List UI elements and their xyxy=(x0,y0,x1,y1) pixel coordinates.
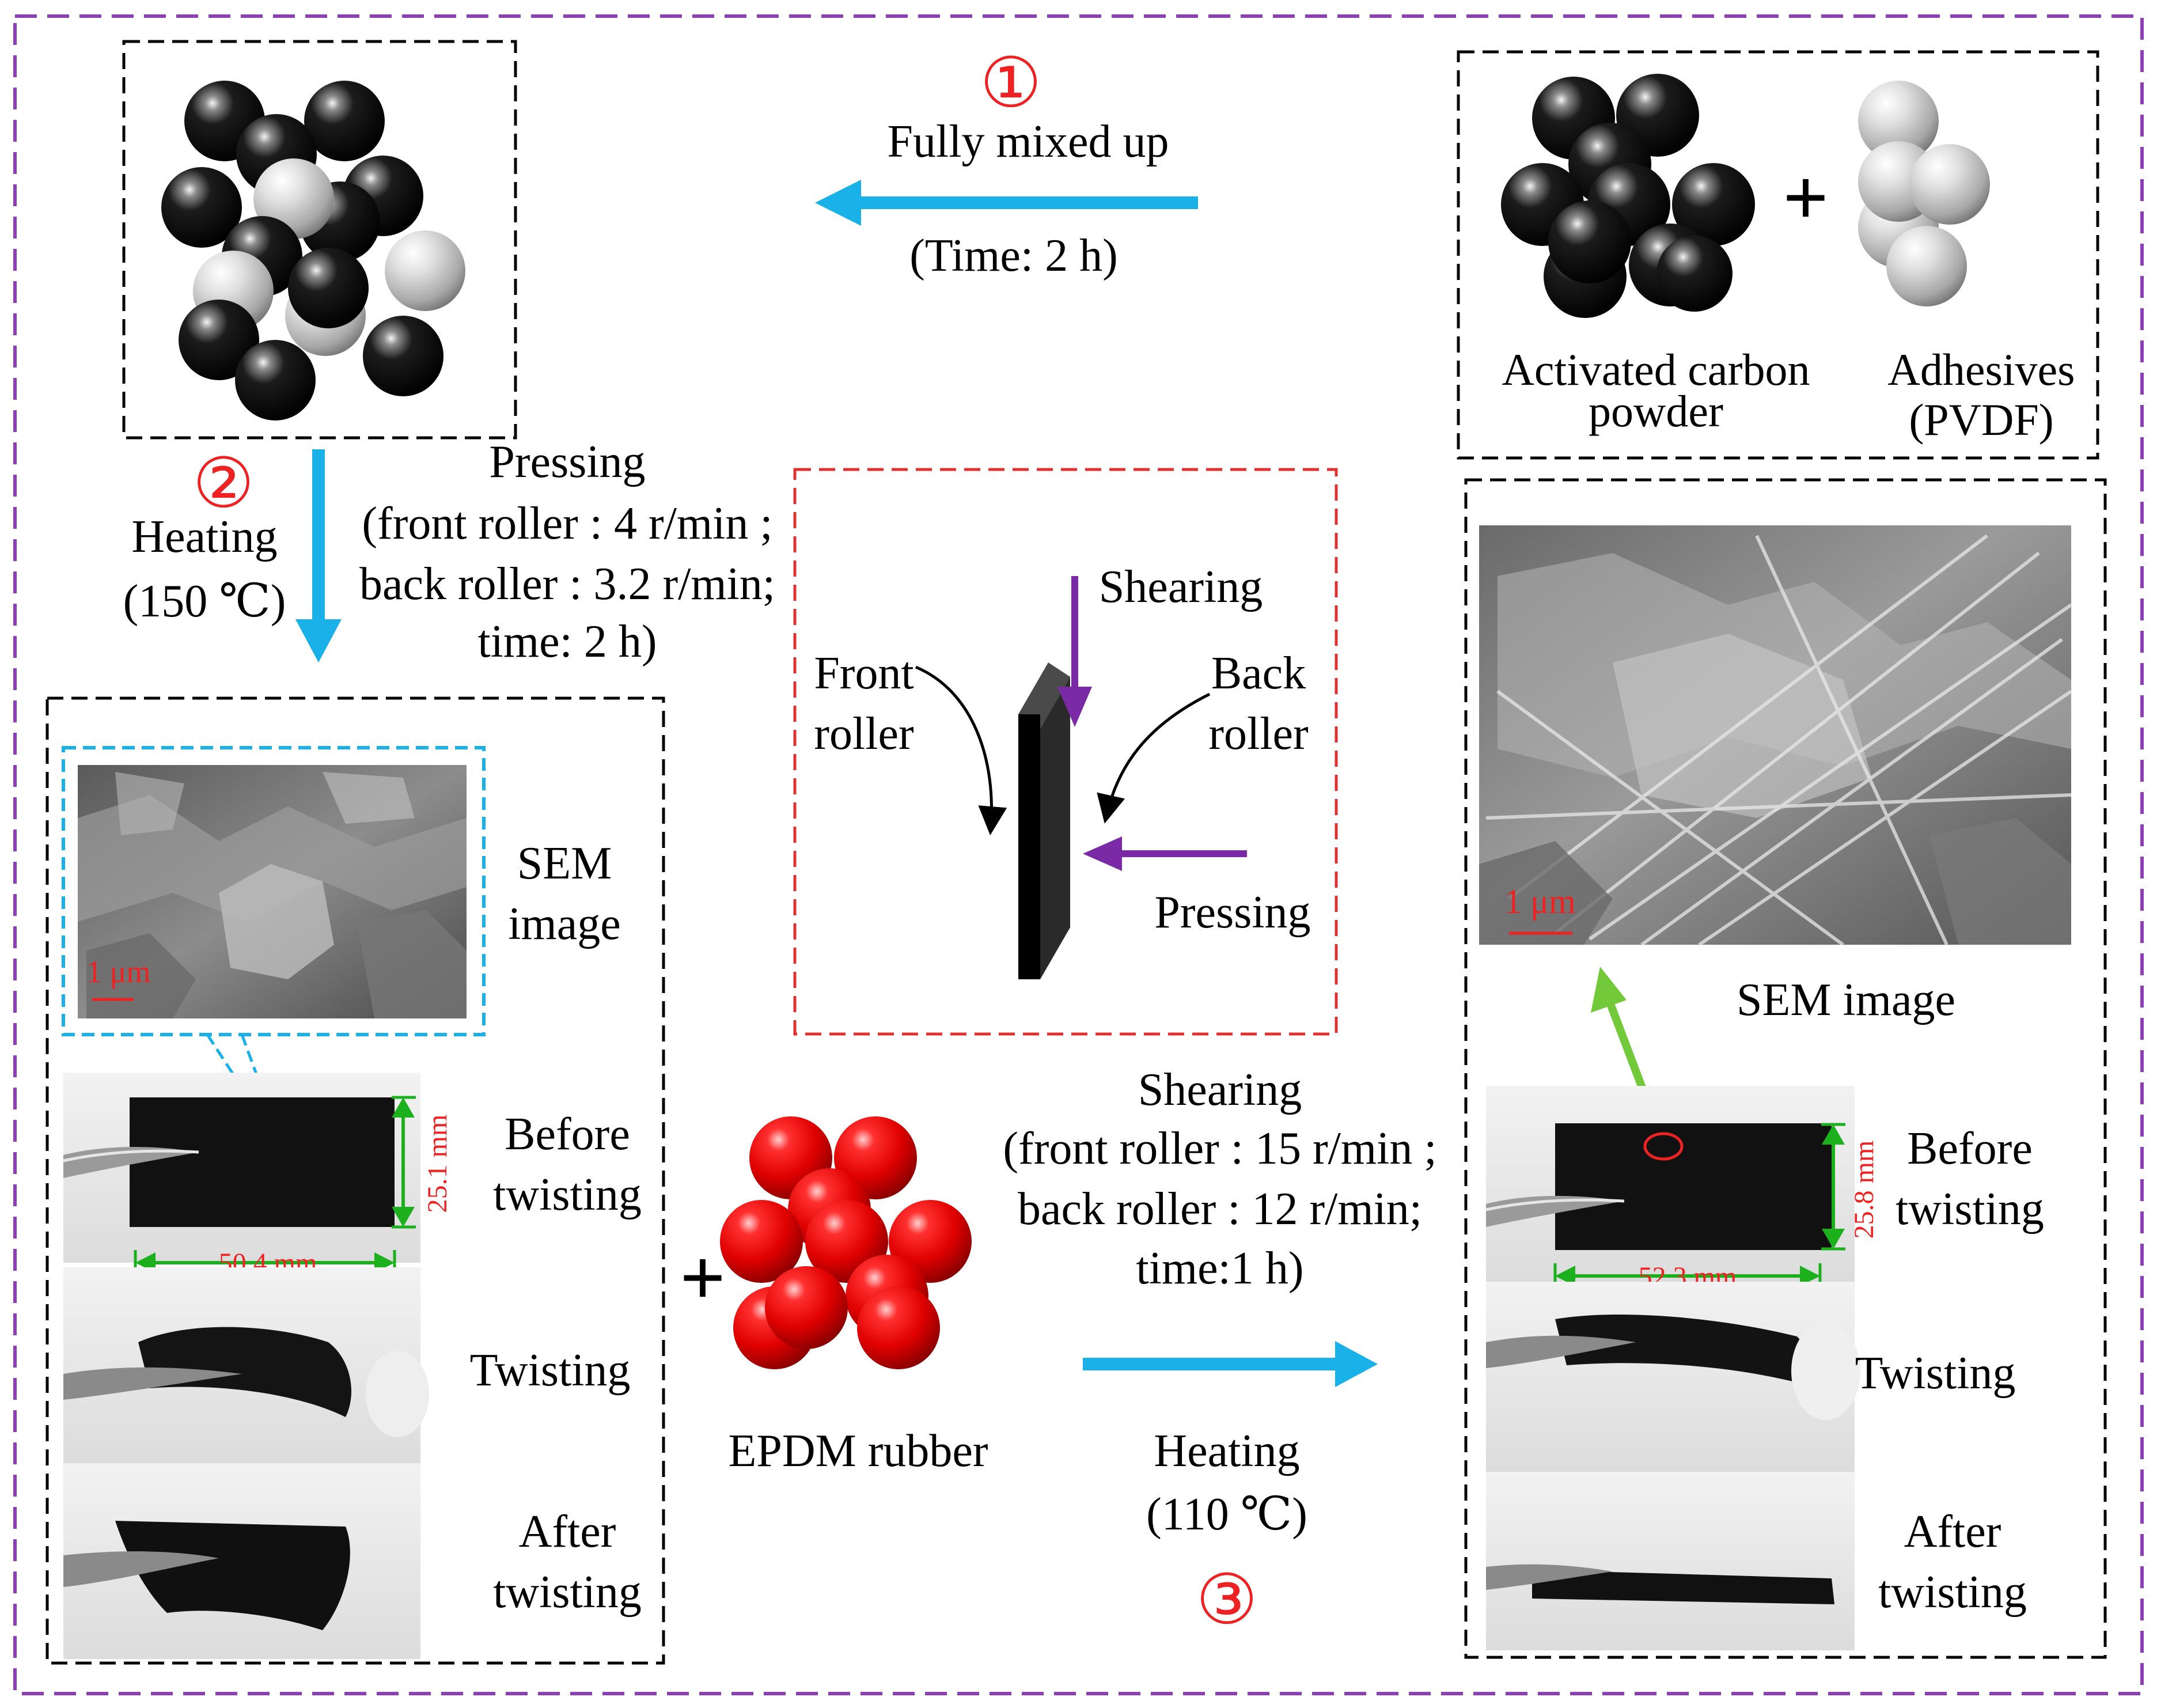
back-roller-rotation-arrow xyxy=(1097,692,1211,824)
step2-number: ② xyxy=(192,445,255,522)
raw-materials-box xyxy=(1457,50,2099,460)
right-sem-image xyxy=(1479,525,2072,946)
left-twisting-photo xyxy=(63,1267,429,1463)
plus-sign-top: + xyxy=(1783,153,1829,243)
step1-number: ① xyxy=(980,45,1042,122)
epdm-rubber-cluster xyxy=(720,1116,972,1369)
step3-number: ③ xyxy=(1196,1562,1258,1638)
left-sem-scale-label: 1 μm xyxy=(86,955,150,989)
right-width-measure xyxy=(1553,1263,1822,1289)
step3-heating-label: Heating xyxy=(1154,1426,1299,1476)
right-after-label: After xyxy=(1904,1506,2001,1557)
left-result-box xyxy=(46,696,665,1665)
left-after-label: After xyxy=(519,1506,616,1557)
shearing-arrow xyxy=(1057,576,1092,727)
right-sem-scale-label: 1 μm xyxy=(1504,883,1576,921)
adhesives-label: Adhesives xyxy=(1888,344,2075,395)
sheet-schematic xyxy=(1018,662,1070,979)
right-result-box xyxy=(1464,478,2107,1659)
right-sem-label: SEM image xyxy=(1737,975,1955,1025)
right-before-label-2: twisting xyxy=(1896,1184,2044,1234)
step3-time: time:1 h) xyxy=(1136,1243,1303,1294)
step2-back-roller: back roller : 3.2 r/min; xyxy=(359,559,775,609)
right-height-measure xyxy=(1821,1123,1845,1251)
roller-schematic-box xyxy=(793,468,1338,1036)
roller-pressing-label: Pressing xyxy=(1154,887,1310,938)
step3-temp-label: (110 ℃) xyxy=(1146,1489,1307,1540)
right-before-label: Before xyxy=(1907,1123,2033,1174)
right-after-photo xyxy=(1486,1472,1855,1650)
right-twisting-label: Twisting xyxy=(1855,1348,2016,1399)
right-before-photo xyxy=(1485,1086,1855,1282)
back-roller-label: Back xyxy=(1211,648,1306,699)
activated-carbon-label: Activated carbon xyxy=(1502,344,1810,395)
back-roller-label-2: roller xyxy=(1208,709,1308,759)
front-roller-label-2: roller xyxy=(814,709,913,759)
pressing-arrow xyxy=(1083,836,1247,871)
right-height-label: 25.8 mm xyxy=(1849,1141,1879,1239)
roller-shearing-label: Shearing xyxy=(1099,562,1263,612)
left-sem-image xyxy=(78,765,467,1018)
left-before-label-2: twisting xyxy=(493,1169,642,1220)
plus-sign-bottom: + xyxy=(680,1233,726,1323)
left-twisting-label: Twisting xyxy=(470,1345,631,1396)
left-after-photo xyxy=(63,1463,420,1659)
left-after-label-2: twisting xyxy=(493,1567,642,1618)
front-roller-label: Front xyxy=(814,648,913,699)
step3-front-roller: (front roller : 15 r/min ; xyxy=(1003,1123,1436,1174)
left-height-label: 25.1 mm xyxy=(422,1115,453,1213)
step2-pressing-label: Pressing xyxy=(489,437,645,487)
step1-time: (Time: 2 h) xyxy=(909,230,1118,281)
mixed-powder-cluster xyxy=(161,81,465,421)
step2-temp-label: (150 ℃) xyxy=(123,576,286,627)
step3-arrow xyxy=(1083,1341,1378,1387)
step1-arrow xyxy=(815,180,1198,226)
right-after-label-2: twisting xyxy=(1878,1567,2027,1618)
step1-title: Fully mixed up xyxy=(888,116,1169,167)
step2-arrow xyxy=(295,449,342,662)
left-sem-label: SEM xyxy=(517,838,612,889)
activated-carbon-cluster xyxy=(1501,74,1755,318)
left-height-measure xyxy=(392,1096,416,1229)
step2-time: time: 2 h) xyxy=(477,616,657,667)
left-before-photo xyxy=(63,1073,420,1263)
step2-heating-label: Heating xyxy=(131,512,277,562)
activated-carbon-label-2: powder xyxy=(1589,386,1723,436)
pvdf-cluster xyxy=(1858,81,1990,306)
left-sem-label-2: image xyxy=(508,899,620,949)
step3-shearing-label: Shearing xyxy=(1138,1065,1302,1115)
step2-front-roller: (front roller : 4 r/min ; xyxy=(362,498,772,549)
mixed-powder-box xyxy=(122,40,517,440)
epdm-rubber-label: EPDM rubber xyxy=(728,1426,988,1476)
right-twisting-photo xyxy=(1486,1282,1860,1472)
left-before-label: Before xyxy=(505,1109,630,1160)
adhesives-label-2: (PVDF) xyxy=(1909,395,2053,445)
step3-back-roller: back roller : 12 r/min; xyxy=(1018,1184,1422,1234)
sample-location-marker xyxy=(1643,1132,1684,1161)
front-roller-rotation-arrow xyxy=(915,665,1007,835)
